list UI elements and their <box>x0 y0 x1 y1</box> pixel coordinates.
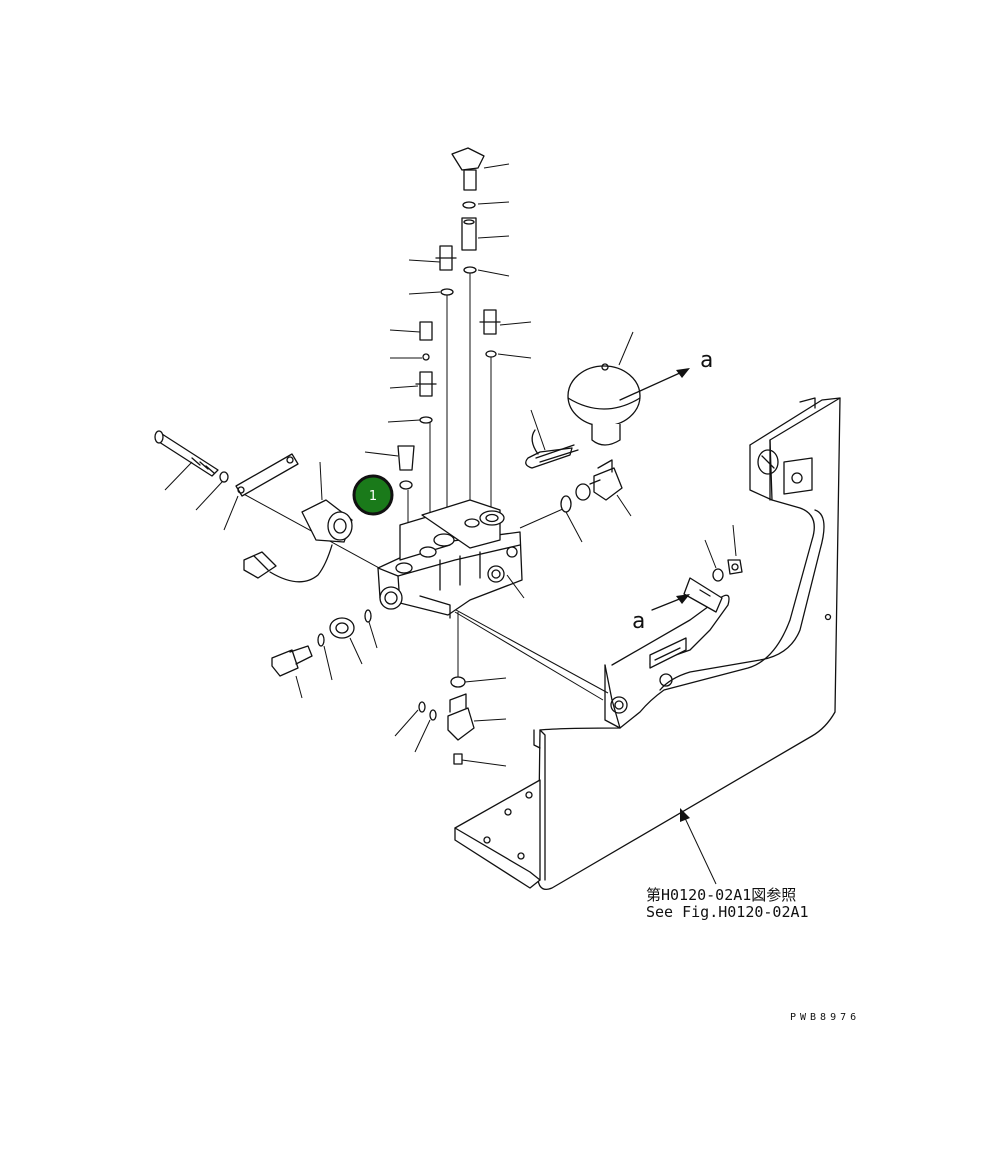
view-arrow-upper <box>619 368 690 401</box>
reference-arrow <box>680 808 717 885</box>
mounting-bracket <box>454 397 841 891</box>
leader-lines <box>164 163 737 767</box>
view-label-lower: a <box>632 609 645 634</box>
part-callout-1[interactable]: 1 <box>352 474 394 516</box>
reference-note-japanese: 第H0120-02A1図参照 <box>646 886 796 904</box>
drawing-id: PWB8976 <box>790 1012 860 1023</box>
solenoid-assembly <box>243 499 353 583</box>
view-arrow-lower <box>651 594 690 611</box>
mounting-bolt-set <box>154 430 299 497</box>
reference-note-english: See Fig.H0120-02A1 <box>646 903 809 921</box>
callout-marker[interactable] <box>352 474 394 516</box>
valve-block <box>377 499 523 619</box>
view-label-upper: a <box>700 348 713 373</box>
accumulator <box>525 363 641 469</box>
elbow-fittings <box>271 459 623 741</box>
callout-number: 1 <box>369 489 377 504</box>
fitting-stack <box>317 147 743 765</box>
